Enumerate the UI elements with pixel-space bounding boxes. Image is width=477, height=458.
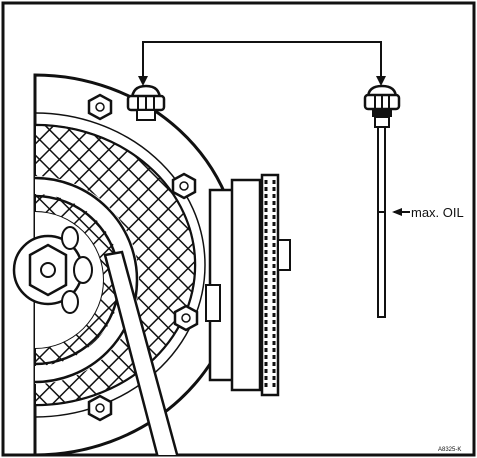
pulley-assembly: [205, 173, 291, 397]
reference-code: A8325-K: [438, 447, 461, 453]
connector-arrow: [138, 41, 386, 86]
max-oil-label: max. OIL: [411, 205, 464, 220]
fan-hub: [12, 226, 93, 314]
shroud-bolts: [87, 93, 199, 422]
oil-filler-cap: [126, 84, 166, 121]
oil-dipstick: [363, 84, 401, 318]
max-oil-marker: [378, 208, 410, 216]
